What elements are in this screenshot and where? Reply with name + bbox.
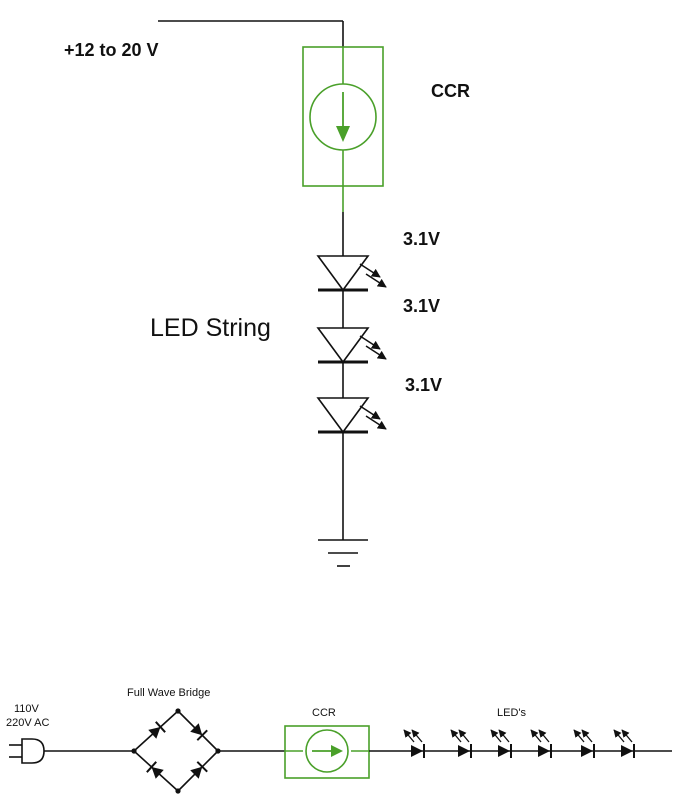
bridge-diode-1	[148, 721, 166, 739]
bottom-ccr-label: CCR	[312, 707, 336, 719]
led-1-voltage: 3.1V	[403, 229, 440, 249]
leds-label: LED's	[497, 707, 526, 719]
chain-led-1	[403, 729, 425, 758]
led-chain	[403, 729, 635, 758]
bottom-circuit: 110V 220V AC Full Wave Bridge	[6, 687, 672, 794]
bottom-current-source-icon	[305, 729, 349, 773]
led-2	[316, 327, 387, 364]
led-3	[316, 397, 387, 434]
led-1	[316, 255, 387, 292]
led-3-voltage: 3.1V	[405, 375, 442, 395]
ccr-label: CCR	[431, 81, 470, 101]
top-circuit: +12 to 20 V CCR 3.1V	[64, 20, 470, 567]
led-2-voltage: 3.1V	[403, 296, 440, 316]
chain-led-2	[450, 729, 472, 758]
chain-led-5	[573, 729, 595, 758]
bridge-diode-2	[190, 723, 208, 741]
bridge-diode-4	[190, 761, 208, 779]
ac-plug-icon	[9, 738, 45, 764]
chain-led-4	[530, 729, 552, 758]
bottom-ccr-block	[284, 725, 370, 779]
bridge-diode-3	[146, 761, 164, 779]
bridge-label: Full Wave Bridge	[127, 687, 210, 699]
full-wave-bridge	[131, 708, 221, 794]
ccr-block	[302, 46, 384, 187]
supply-voltage-label: +12 to 20 V	[64, 40, 159, 60]
led-string-label: LED String	[150, 314, 271, 342]
ground-icon	[318, 539, 368, 567]
ac-input-label-line2: 220V AC	[6, 717, 49, 729]
current-source-icon	[309, 83, 377, 151]
chain-led-3	[490, 729, 512, 758]
ac-input-label-line1: 110V	[14, 703, 40, 715]
chain-led-6	[613, 729, 635, 758]
